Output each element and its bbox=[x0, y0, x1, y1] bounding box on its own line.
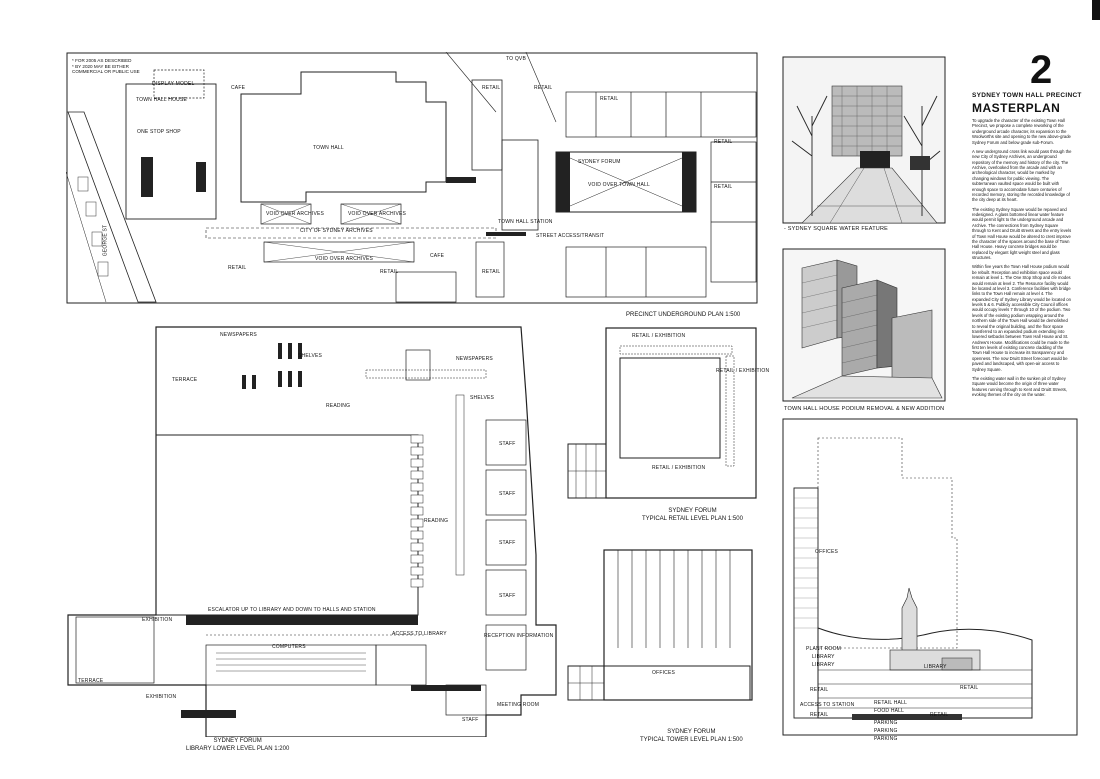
sheet-corner-mark bbox=[1092, 0, 1100, 20]
library-lower-level-plan bbox=[67, 326, 557, 737]
caption-line: TYPICAL TOWER LEVEL PLAN 1:500 bbox=[640, 736, 743, 743]
label-library: LIBRARY bbox=[812, 654, 835, 660]
label-food-hall: FOOD HALL bbox=[874, 708, 905, 714]
label-library: LIBRARY bbox=[812, 662, 835, 668]
label-offices: OFFICES bbox=[815, 549, 839, 555]
label-newspapers: NEWSPAPERS bbox=[220, 332, 257, 338]
description-text: To upgrade the character of the existing… bbox=[972, 118, 1072, 401]
note-line: * FOR 2005 AS DESCRIBED bbox=[72, 58, 132, 63]
label-one-stop-shop: ONE STOP SHOP bbox=[137, 129, 181, 135]
description-paragraph: The existing water wall in the sunken pi… bbox=[972, 375, 1067, 397]
label-retail: RETAIL bbox=[534, 85, 553, 91]
section-drawing bbox=[782, 418, 1078, 736]
label-cafe: CAFE bbox=[231, 85, 246, 91]
caption-sydney-square: - SYDNEY SQUARE WATER FEATURE bbox=[784, 226, 888, 232]
label-reading: READING bbox=[326, 403, 351, 409]
label-access-library: ACCESS TO LIBRARY bbox=[392, 631, 447, 637]
caption-line: SYDNEY FORUM bbox=[213, 738, 262, 744]
label-staff: STAFF bbox=[499, 593, 516, 599]
sheet-number: 2 bbox=[1030, 48, 1053, 92]
label-terrace: TERRACE bbox=[172, 377, 198, 383]
typical-tower-level-plan bbox=[567, 549, 753, 701]
label-town-hall: TOWN HALL bbox=[313, 145, 344, 151]
label-retail: RETAIL bbox=[810, 712, 829, 718]
label-retail-exhibition: RETAIL / EXHIBITION bbox=[652, 465, 706, 471]
label-retail: RETAIL bbox=[600, 96, 619, 102]
caption-retail-plan: SYDNEY FORUM TYPICAL RETAIL LEVEL PLAN 1… bbox=[642, 508, 743, 523]
label-retail: RETAIL bbox=[228, 265, 247, 271]
label-plant-room: PLANT ROOM bbox=[806, 646, 841, 652]
label-void-over-archives: VOID OVER ARCHIVES bbox=[266, 211, 325, 217]
label-void-over-town-hall: VOID OVER TOWN HALL bbox=[588, 182, 650, 188]
label-computers: COMPUTERS bbox=[272, 644, 306, 650]
label-void-over-archives: VOID OVER ARCHIVES bbox=[315, 256, 374, 262]
label-offices: OFFICES bbox=[652, 670, 676, 676]
caption-line: SYDNEY FORUM bbox=[668, 508, 717, 514]
label-display-model: DISPLAY MODEL bbox=[152, 81, 195, 87]
description-paragraph: Within five years the Town Hall House po… bbox=[972, 264, 1071, 372]
sketch-town-hall-house bbox=[782, 248, 946, 402]
label-town-hall-house: TOWN HALL HOUSE bbox=[136, 97, 188, 103]
caption-tower-plan: SYDNEY FORUM TYPICAL TOWER LEVEL PLAN 1:… bbox=[640, 729, 743, 744]
note-line: COMMERCIAL OR PUBLIC USE bbox=[72, 69, 140, 75]
precinct-underground-plan bbox=[66, 52, 758, 304]
caption-town-hall-house: TOWN HALL HOUSE PODIUM REMOVAL & NEW ADD… bbox=[784, 406, 945, 412]
label-library: LIBRARY bbox=[924, 664, 947, 670]
label-parking: PARKING bbox=[874, 720, 898, 726]
sheet-title: SYDNEY TOWN HALL PRECINCT bbox=[972, 92, 1082, 99]
label-retail: RETAIL bbox=[380, 269, 399, 275]
label-retail: RETAIL bbox=[482, 85, 501, 91]
label-retail-hall: RETAIL HALL bbox=[874, 700, 908, 706]
label-retail: RETAIL bbox=[810, 687, 829, 693]
description-paragraph: To upgrade the character of the existing… bbox=[972, 118, 1071, 145]
label-to-qvb: TO QVB bbox=[506, 56, 527, 62]
sheet-title: MASTERPLAN bbox=[972, 101, 1061, 115]
label-retail: RETAIL bbox=[960, 685, 979, 691]
label-escalator: ESCALATOR UP TO LIBRARY AND DOWN TO HALL… bbox=[208, 607, 376, 613]
label-retail-exhibition: RETAIL / EXHIBITION bbox=[632, 333, 686, 339]
label-terrace: TERRACE bbox=[78, 678, 104, 684]
caption-underground-plan: PRECINCT UNDERGROUND PLAN 1:500 bbox=[626, 312, 741, 318]
label-parking: PARKING bbox=[874, 728, 898, 734]
label-staff: STAFF bbox=[499, 441, 516, 447]
label-parking: PARKING bbox=[874, 736, 898, 742]
label-retail: RETAIL bbox=[714, 184, 733, 190]
label-access-station: ACCESS TO STATION bbox=[800, 702, 855, 708]
label-staff: STAFF bbox=[499, 491, 516, 497]
label-staff: STAFF bbox=[499, 540, 516, 546]
label-town-hall-station: TOWN HALL STATION bbox=[498, 219, 553, 225]
label-shelves: SHELVES bbox=[298, 353, 323, 359]
label-meeting-room: MEETING ROOM bbox=[497, 702, 540, 708]
label-shelves: SHELVES bbox=[470, 395, 495, 401]
label-reception: RECEPTION INFORMATION bbox=[484, 633, 554, 639]
label-retail-exhibition: RETAIL / EXHIBITION bbox=[716, 368, 770, 374]
label-retail: RETAIL bbox=[930, 712, 949, 718]
description-paragraph: The existing Sydney Square would be repa… bbox=[972, 206, 1072, 260]
label-newspapers: NEWSPAPERS bbox=[456, 356, 493, 362]
label-void-over-archives: VOID OVER ARCHIVES bbox=[348, 211, 407, 217]
caption-line: LIBRARY LOWER LEVEL PLAN 1:200 bbox=[186, 745, 290, 752]
label-cafe: CAFE bbox=[430, 253, 445, 259]
description-paragraph: A new underground cross link would pass … bbox=[972, 148, 1072, 203]
caption-library-plan: SYDNEY FORUM LIBRARY LOWER LEVEL PLAN 1:… bbox=[186, 738, 289, 753]
label-sydney-forum: SYDNEY FORUM bbox=[578, 159, 621, 165]
label-retail: RETAIL bbox=[714, 139, 733, 145]
note-line: * BY 2020 MAY BE EITHER bbox=[72, 63, 129, 69]
label-staff: STAFF bbox=[462, 717, 479, 723]
plan-note: * FOR 2005 AS DESCRIBED * BY 2020 MAY BE… bbox=[72, 58, 140, 75]
caption-line: SYDNEY FORUM bbox=[667, 729, 716, 735]
typical-retail-level-plan bbox=[567, 327, 757, 499]
sketch-sydney-square bbox=[782, 56, 946, 224]
label-exhibition: EXHIBITION bbox=[146, 694, 177, 700]
label-street: GEORGE ST bbox=[102, 224, 109, 257]
label-street-access: STREET ACCESS/TRANSIT bbox=[536, 233, 605, 239]
label-retail: RETAIL bbox=[482, 269, 501, 275]
label-reading: READING bbox=[424, 518, 449, 524]
caption-line: TYPICAL RETAIL LEVEL PLAN 1:500 bbox=[642, 515, 743, 522]
label-exhibition: EXHIBITION bbox=[142, 617, 173, 623]
label-city-archives: CITY OF SYDNEY ARCHIVES bbox=[300, 228, 373, 234]
